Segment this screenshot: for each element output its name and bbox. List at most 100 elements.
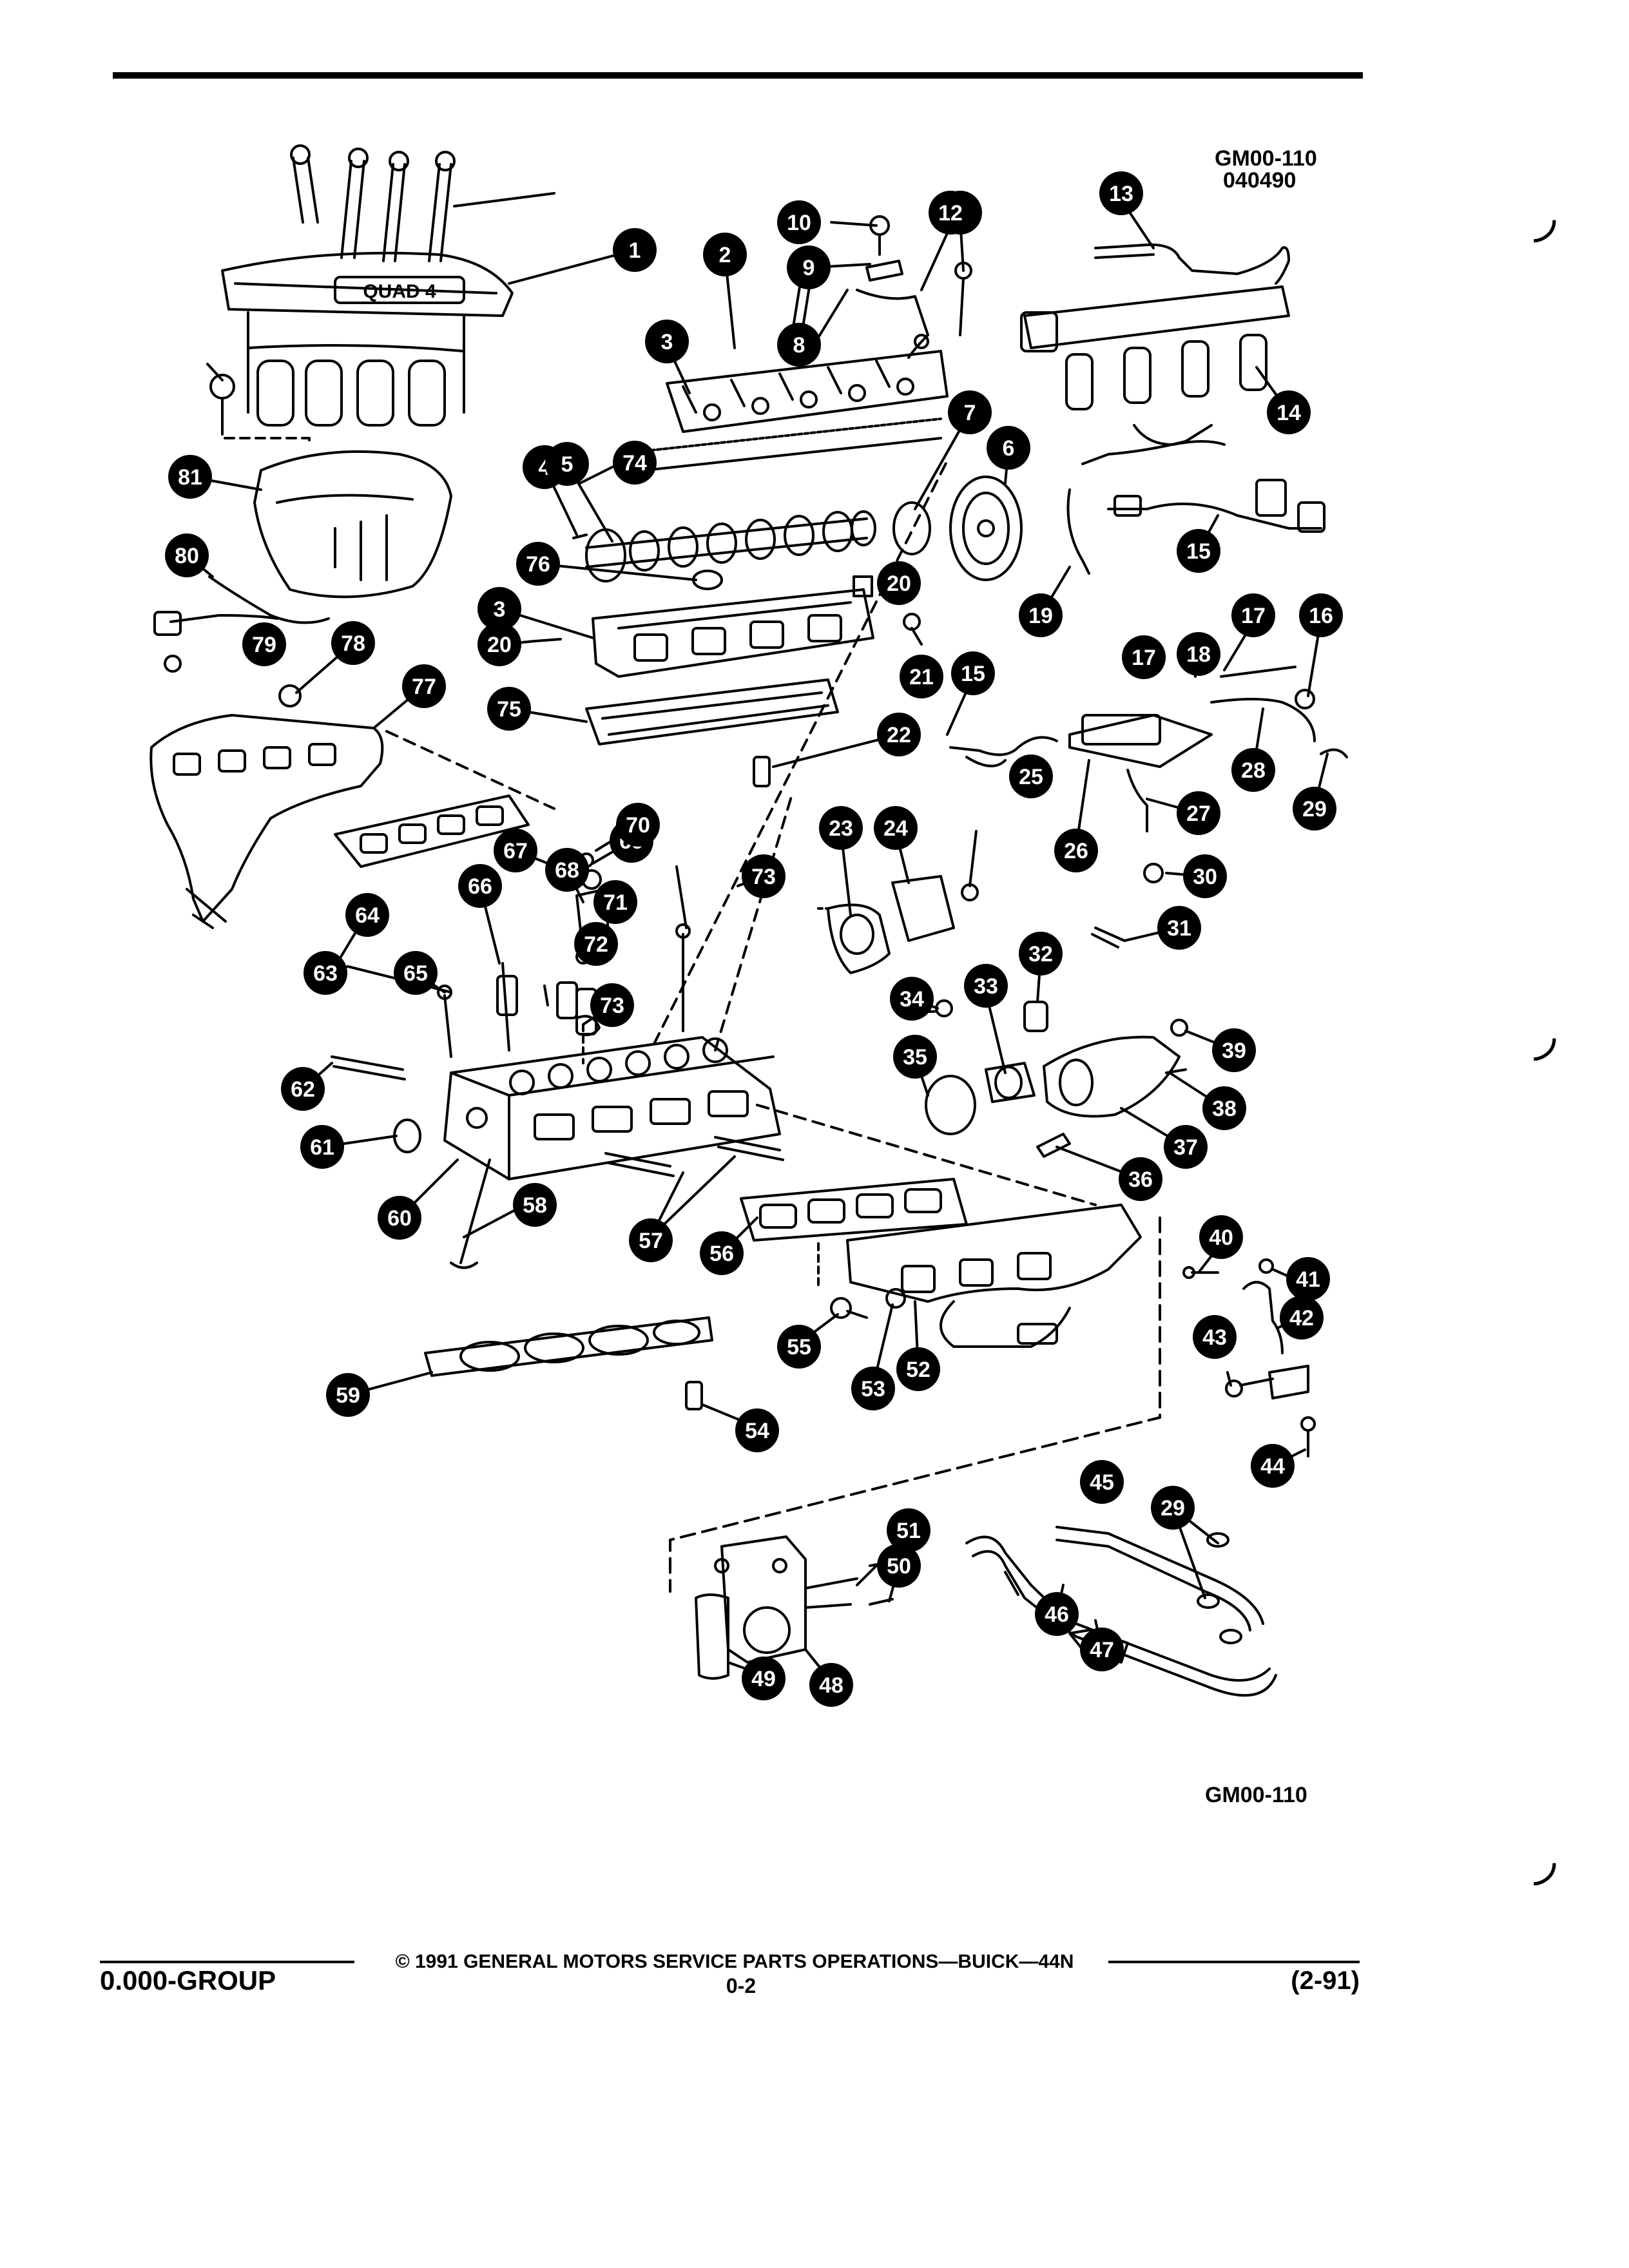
part-callout-29: 29 xyxy=(1151,1486,1195,1530)
studs xyxy=(331,1055,784,1177)
callout-circle xyxy=(613,441,657,485)
callout-number: 66 xyxy=(468,874,492,899)
callout-circle xyxy=(1019,593,1063,637)
callout-circle xyxy=(1164,1125,1208,1169)
part-callout-59: 59 xyxy=(326,1373,370,1417)
callout-circle xyxy=(477,587,521,631)
callout-number: 12 xyxy=(938,201,963,226)
part-callout-42: 42 xyxy=(1280,1296,1324,1340)
exhaust-manifold xyxy=(149,714,384,929)
callout-circle xyxy=(929,191,972,235)
callout-number: 5 xyxy=(561,452,574,477)
part-callout-80: 80 xyxy=(165,533,209,577)
callout-circle xyxy=(1080,1628,1124,1671)
callout-circle xyxy=(645,320,689,363)
camshaft xyxy=(585,510,876,582)
callout-number: 16 xyxy=(1309,604,1333,628)
callout-circle xyxy=(616,803,660,847)
callout-number: 19 xyxy=(1028,604,1053,628)
part-callout-52: 52 xyxy=(896,1347,940,1391)
callout-number: 8 xyxy=(793,333,805,358)
callout-circle xyxy=(703,233,747,276)
callout-number: 81 xyxy=(178,465,202,490)
part-callout-58: 58 xyxy=(513,1183,557,1227)
callout-number: 45 xyxy=(1090,1470,1114,1495)
callout-circle xyxy=(951,651,995,695)
callout-circle xyxy=(742,854,786,898)
callout-number: 55 xyxy=(787,1335,811,1360)
callout-number: 77 xyxy=(412,675,436,699)
part-callout-16: 16 xyxy=(1299,593,1343,637)
callout-circle xyxy=(742,1657,786,1700)
part-callout-54: 54 xyxy=(735,1408,779,1452)
part-callout-20: 20 xyxy=(877,561,921,605)
callout-circle xyxy=(1119,1157,1162,1201)
part-callout-50: 50 xyxy=(877,1544,921,1588)
part-callout-17: 17 xyxy=(1122,635,1166,679)
callout-circle xyxy=(1299,593,1343,637)
callout-number: 70 xyxy=(626,813,650,838)
part-callout-35: 35 xyxy=(893,1035,937,1079)
small-bolt-80 xyxy=(209,374,235,427)
callout-number: 54 xyxy=(745,1419,769,1443)
assembly-line-d xyxy=(669,1216,1161,1593)
part-callout-38: 38 xyxy=(1202,1086,1246,1130)
callout-circle xyxy=(887,1508,930,1552)
thermostat-housing xyxy=(920,999,1188,1158)
part-callout-29: 29 xyxy=(1293,787,1336,831)
callout-number: 23 xyxy=(829,816,853,841)
part-callout-36: 36 xyxy=(1119,1157,1162,1201)
callout-number: 21 xyxy=(909,665,934,689)
callout-number: 51 xyxy=(896,1519,921,1543)
callout-circle xyxy=(1177,529,1220,573)
callout-circle xyxy=(900,655,943,698)
callout-number: 39 xyxy=(1222,1039,1246,1063)
callout-number: 80 xyxy=(175,544,199,568)
dowel-19 xyxy=(853,575,873,597)
callout-number: 35 xyxy=(903,1045,927,1070)
part-callout-34: 34 xyxy=(890,977,934,1021)
part-callout-19: 19 xyxy=(1019,593,1063,637)
callout-number: 68 xyxy=(555,858,579,883)
callout-number: 48 xyxy=(819,1673,843,1698)
callout-circle xyxy=(1267,390,1311,434)
part-callout-79: 79 xyxy=(242,622,286,666)
heat-shield xyxy=(253,450,452,599)
callout-circle xyxy=(893,1035,937,1079)
callout-circle xyxy=(574,922,618,966)
margin-hole-mark-top: ◞ xyxy=(1534,184,1556,248)
part-callout-40: 40 xyxy=(1199,1215,1243,1259)
callout-circle xyxy=(1199,1215,1243,1259)
part-callout-14: 14 xyxy=(1267,390,1311,434)
part-callout-17: 17 xyxy=(1231,593,1275,637)
callout-number: 22 xyxy=(887,723,911,747)
assembly-line-b xyxy=(714,791,794,1052)
callout-number: 72 xyxy=(584,932,608,957)
part-callout-39: 39 xyxy=(1212,1028,1256,1072)
part-callout-72: 72 xyxy=(574,922,618,966)
callout-circle xyxy=(964,964,1008,1008)
part-callout-21: 21 xyxy=(900,655,943,698)
callout-number: 34 xyxy=(900,987,924,1012)
callout-number: 20 xyxy=(487,633,512,657)
callout-circle xyxy=(987,426,1030,470)
callout-circle xyxy=(345,893,389,937)
callout-circle xyxy=(165,533,209,577)
callout-circle xyxy=(896,1347,940,1391)
callout-circle xyxy=(877,713,921,756)
callout-number: 57 xyxy=(639,1229,663,1253)
part-callout-25: 25 xyxy=(1009,754,1053,798)
callout-number: 46 xyxy=(1045,1602,1069,1627)
part-callout-13: 13 xyxy=(1099,171,1143,215)
callout-circle xyxy=(809,1663,853,1707)
callout-circle xyxy=(1212,1028,1256,1072)
callout-number: 65 xyxy=(403,961,428,986)
callout-number: 30 xyxy=(1193,865,1217,889)
callout-number: 3 xyxy=(661,330,673,354)
callout-number: 28 xyxy=(1241,758,1266,783)
part-callout-74: 74 xyxy=(613,441,657,485)
callout-number: 43 xyxy=(1202,1325,1227,1350)
plug-74 xyxy=(692,570,723,590)
part-callout-28: 28 xyxy=(1231,748,1275,792)
